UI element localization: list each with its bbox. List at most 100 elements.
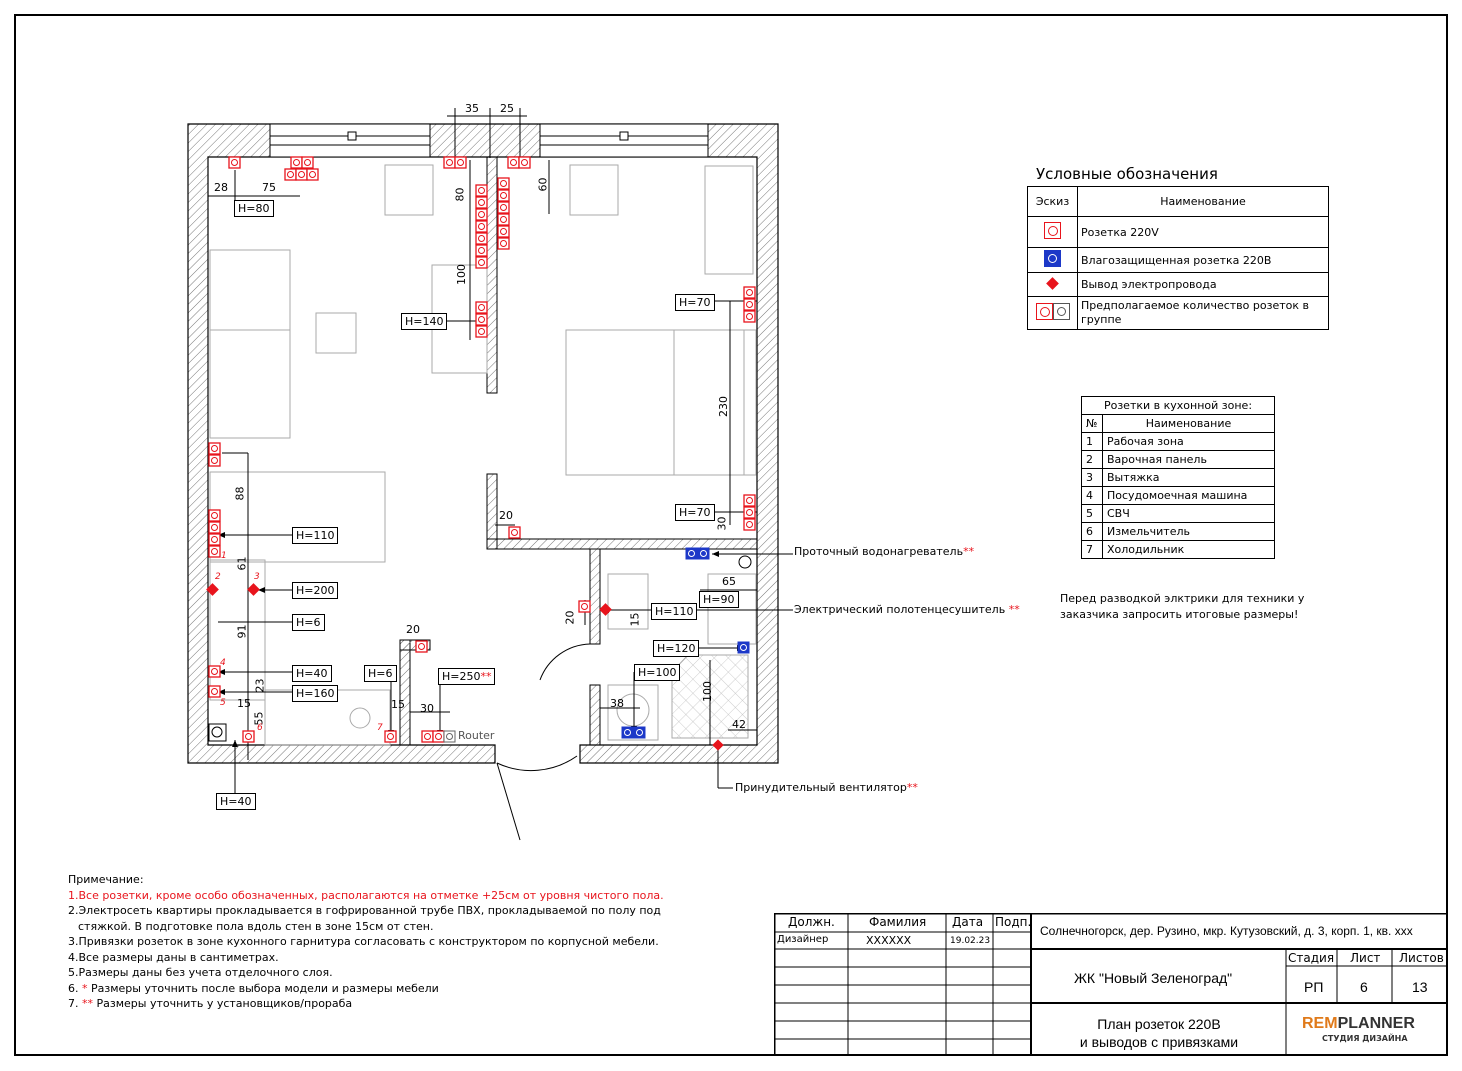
kitchen-sockets-table: Розетки в кухонной зоне: № Наименование … — [1081, 396, 1275, 559]
kitchen-num-6: 6 — [257, 723, 263, 733]
kitchen-row-num: 7 — [1081, 540, 1103, 559]
kitchen-num-2: 2 — [215, 572, 221, 582]
height-h70-b: H=70 — [675, 504, 715, 521]
dim-75: 75 — [262, 181, 276, 194]
stamp-col-sign: Подп. — [995, 915, 1032, 929]
stamp-address: Солнечногорск, дер. Рузино, мкр. Кутузов… — [1040, 924, 1413, 938]
kitchen-row-num: 1 — [1081, 432, 1103, 451]
kitchen-num-1: 1 — [221, 551, 227, 561]
stamp-role: Дизайнер — [777, 934, 829, 945]
callout-towel-dryer: Электрический полотенцесушитель ** — [794, 603, 1020, 616]
kitchen-row-name: Рабочая зона — [1102, 432, 1275, 451]
note-7: 7. ** Размеры уточнить у установщиков/пр… — [68, 997, 353, 1010]
stamp-project: ЖК "Новый Зеленоград" — [1074, 970, 1233, 986]
legend-table: Эскиз Наименование Розетка 220V Влагозащ… — [1027, 186, 1329, 330]
height-h250: H=250** — [438, 668, 496, 685]
dim-28: 28 — [214, 181, 228, 194]
dim-65: 65 — [722, 575, 736, 588]
dim-80: 80 — [453, 187, 467, 202]
height-h90: H=90 — [699, 591, 739, 608]
dim-38: 38 — [610, 697, 624, 710]
door-swings — [496, 643, 591, 841]
dim-60: 60 — [536, 177, 550, 192]
title-block-grid — [774, 913, 1448, 1056]
dim-61: 61 — [235, 556, 249, 571]
socket-group-icon — [1052, 303, 1070, 320]
router-label: Router — [458, 729, 495, 742]
wire-outlet-icon — [1046, 277, 1059, 290]
legend-title: Условные обозначения — [1036, 165, 1218, 183]
height-h70-a: H=70 — [675, 294, 715, 311]
callout-fan: Принудительный вентилятор** — [735, 781, 918, 794]
legend-col-sketch: Эскиз — [1027, 186, 1078, 217]
height-h6-hall: H=6 — [364, 665, 397, 682]
kitchen-row-name: Измельчитель — [1102, 522, 1275, 541]
height-h110-bath: H=110 — [651, 603, 698, 620]
kitchen-col-name: Наименование — [1102, 414, 1275, 433]
logo-subtitle: СТУДИЯ ДИЗАЙНА — [1322, 1034, 1408, 1043]
dim-88: 88 — [233, 486, 247, 501]
stamp-sheets: 13 — [1412, 979, 1428, 995]
stamp-col-role: Должн. — [788, 915, 835, 929]
kitchen-num-5: 5 — [220, 698, 226, 708]
kitchen-num-4: 4 — [220, 658, 226, 668]
kitchen-num-3: 3 — [254, 572, 260, 582]
stamp-col-date: Дата — [952, 915, 984, 929]
kitchen-row-num: 6 — [1081, 522, 1103, 541]
height-h6-kitchen: H=6 — [292, 614, 325, 631]
kitchen-row-num: 2 — [1081, 450, 1103, 469]
height-h80: H=80 — [234, 200, 274, 217]
legend-col-name: Наименование — [1077, 186, 1329, 217]
interior-walls — [399, 156, 758, 746]
socket-icon — [1044, 222, 1061, 239]
note-5: 5.Размеры даны без учета отделочного сло… — [68, 966, 333, 979]
notes-title: Примечание: — [68, 873, 144, 886]
note-3: 3.Привязки розеток в зоне кухонного гарн… — [68, 935, 659, 948]
legend-row-name: Розетка 220V — [1077, 216, 1329, 248]
stamp-sheet: 6 — [1360, 979, 1368, 995]
dim-230: 230 — [717, 396, 730, 417]
kitchen-table-title: Розетки в кухонной зоне: — [1081, 396, 1275, 415]
stamp-surname: XXXXXX — [866, 934, 912, 947]
kitchen-row-num: 3 — [1081, 468, 1103, 487]
note-2b: стяжкой. В подготовке пола вдоль стен в … — [78, 919, 434, 933]
kitchen-row-num: 5 — [1081, 504, 1103, 523]
stamp-drawing-title-1: План розеток 220В — [1097, 1016, 1221, 1032]
height-h200: H=200 — [292, 582, 339, 599]
dim-91: 91 — [235, 624, 249, 639]
height-h100: H=100 — [634, 664, 681, 681]
stamp-sheet-label: Лист — [1350, 951, 1381, 965]
remark-text: Перед разводкой элктрики для техники у з… — [1060, 592, 1305, 621]
note-6: 6. * Размеры уточнить после выбора модел… — [68, 981, 439, 995]
socket-icon — [1035, 303, 1053, 320]
dim-23: 23 — [253, 678, 267, 693]
dim-15-hall: 15 — [391, 698, 405, 711]
kitchen-row-name: Посудомоечная машина — [1102, 486, 1275, 505]
dim-42: 42 — [732, 718, 746, 731]
kitchen-row-num: 4 — [1081, 486, 1103, 505]
height-h160: H=160 — [292, 685, 339, 702]
dim-25: 25 — [500, 102, 514, 115]
height-h40-kitchen: H=40 — [292, 665, 332, 682]
legend-row-name: Вывод электропровода — [1077, 272, 1329, 297]
height-h140: H=140 — [401, 313, 448, 330]
notes-block: Примечание: 1.Все розетки, кроме особо о… — [68, 872, 664, 1012]
dim-100-bath: 100 — [701, 681, 714, 702]
kitchen-row-name: Варочная панель — [1102, 450, 1275, 469]
exterior-walls — [187, 123, 779, 764]
stamp-drawing-title-2: и выводов с привязками — [1079, 1034, 1239, 1050]
kitchen-row-name: Вытяжка — [1102, 468, 1275, 487]
title-block: Должн. Фамилия Дата Подп. Дизайнер XXXXX… — [774, 913, 1448, 1056]
note-1: 1.Все розетки, кроме особо обозначенных,… — [68, 888, 664, 902]
kitchen-row-name: СВЧ — [1102, 504, 1275, 523]
stamp-col-surname: Фамилия — [869, 915, 927, 929]
height-h110-kitchen: H=110 — [292, 527, 339, 544]
dim-15-kitchen: 15 — [237, 697, 251, 710]
logo: REMPLANNER — [1302, 1015, 1415, 1032]
stamp-stage: РП — [1304, 979, 1324, 995]
height-h40-bottom: H=40 — [216, 793, 256, 810]
drawing-frame — [14, 14, 1448, 1056]
legend-row-name: Предполагаемое количество розеток в груп… — [1077, 296, 1329, 330]
dim-20-bath: 20 — [563, 610, 577, 625]
